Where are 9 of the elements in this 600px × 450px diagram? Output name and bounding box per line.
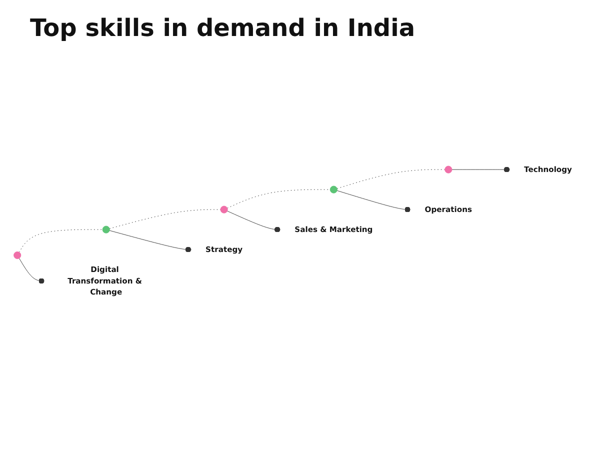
node-circle	[220, 206, 228, 214]
node-circle	[102, 226, 110, 234]
node-circle	[444, 166, 452, 174]
node-circle	[14, 252, 22, 260]
connector	[18, 229, 103, 253]
title: Top skills in demand in India	[30, 14, 416, 42]
connector	[227, 189, 330, 208]
node-circle	[330, 186, 338, 194]
connector	[109, 209, 221, 229]
